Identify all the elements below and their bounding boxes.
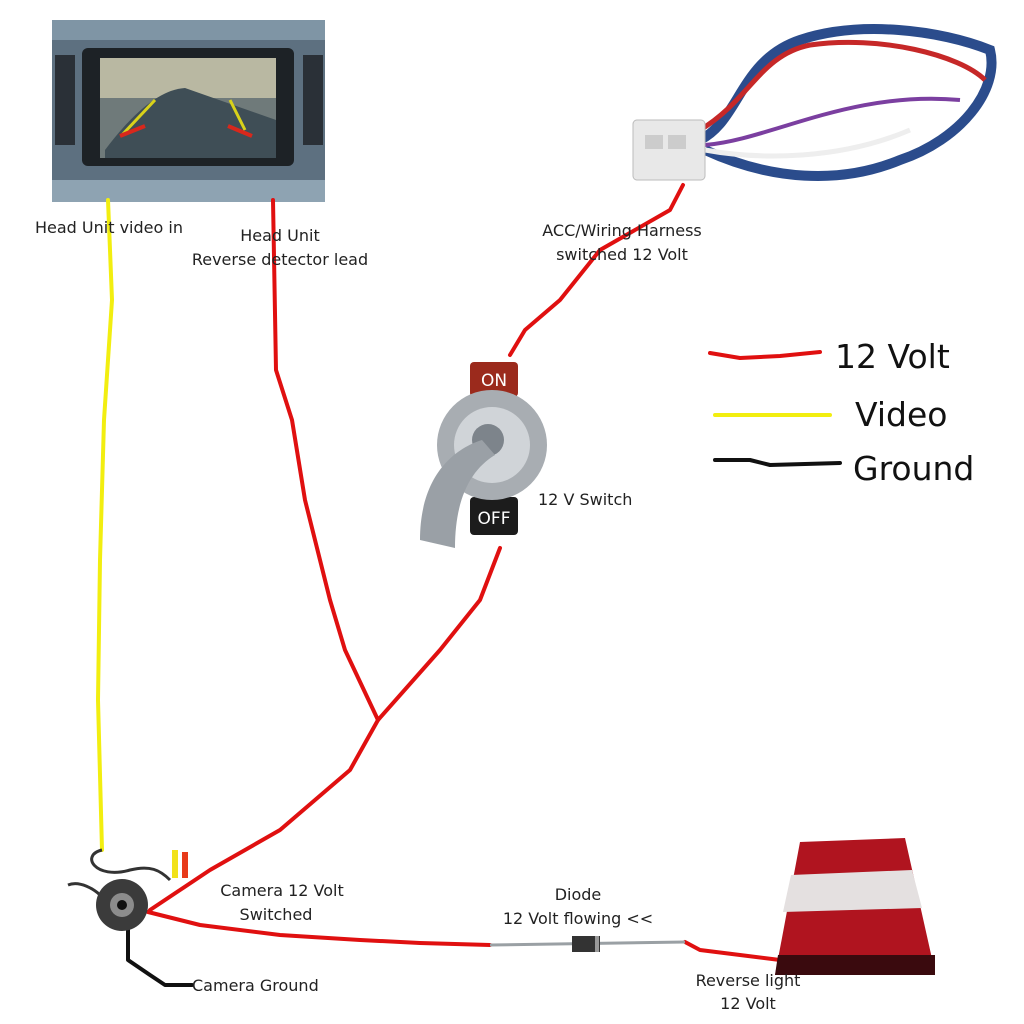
legend-ground-label: Ground xyxy=(853,449,974,488)
reverse-light-label-2: 12 Volt xyxy=(720,994,776,1013)
legend-ground-swatch xyxy=(713,458,842,467)
video-wire xyxy=(96,198,114,852)
head-unit-reverse-label-1: Head Unit xyxy=(240,226,320,245)
camera-power-label-2: Switched xyxy=(240,905,313,924)
legend-12volt-label: 12 Volt xyxy=(835,337,950,376)
camera-ground-wire xyxy=(126,926,194,987)
legend-video-label: Video xyxy=(855,395,947,434)
wiring-harness-image xyxy=(632,24,997,181)
head-unit-image xyxy=(52,20,325,202)
switch-on-label: ON xyxy=(481,371,507,391)
diode-label-1: Diode xyxy=(555,885,602,904)
diode-image xyxy=(489,936,686,952)
reverse-light-wire-2 xyxy=(683,940,782,962)
switch-to-camera-wire xyxy=(148,546,502,912)
reverse-light-wire xyxy=(146,910,492,947)
diode-label-2: 12 Volt flowing << xyxy=(503,909,653,928)
camera-image xyxy=(67,848,188,931)
legend-12volt-swatch xyxy=(708,350,822,360)
switch-label: 12 V Switch xyxy=(538,490,632,509)
acc-label-1: ACC/Wiring Harness xyxy=(542,221,702,240)
toggle-switch-image xyxy=(420,362,547,548)
switch-off-label: OFF xyxy=(478,509,511,529)
acc-label-2: switched 12 Volt xyxy=(556,245,688,264)
camera-ground-label: Camera Ground xyxy=(192,976,319,995)
camera-power-label-1: Camera 12 Volt xyxy=(220,881,344,900)
head-unit-reverse-label-2: Reverse detector lead xyxy=(192,250,368,269)
acc-wire xyxy=(508,183,685,357)
legend: 12 Volt Video Ground xyxy=(708,337,974,488)
reverse-detector-wire xyxy=(271,198,380,722)
tail-light-image xyxy=(775,838,935,975)
reverse-light-label-1: Reverse light xyxy=(696,971,801,990)
head-unit-video-label: Head Unit video in xyxy=(35,218,183,237)
